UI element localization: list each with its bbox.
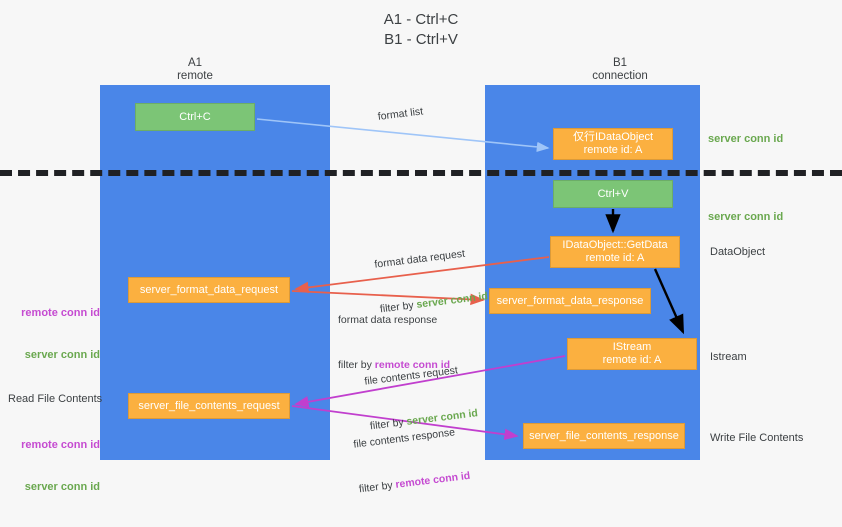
filter-by-text: filter by (358, 478, 397, 496)
label-conn-ids-lower: remote conn id server conn id (8, 410, 100, 522)
label-server-conn-id-mid: server conn id (708, 211, 784, 223)
box-server-format-data-request[interactable]: server_format_data_request (128, 277, 290, 303)
phase-separator (0, 170, 842, 176)
caption-format-list: format list (377, 105, 424, 123)
box-idataobject[interactable]: 仅行IDataObject remote id: A (553, 128, 673, 160)
box-istream[interactable]: IStream remote id: A (567, 338, 697, 370)
caption-format-data-response: format data response filter by remote co… (338, 283, 450, 403)
caption-line-1: format data response (338, 314, 438, 326)
caption-line-1: file contents request (363, 364, 459, 388)
box-ctrl-v[interactable]: Ctrl+V (553, 180, 673, 208)
diagram-canvas: A1 - Ctrl+C B1 - Ctrl+V A1 remote B1 con… (0, 11, 842, 495)
label-data-object: DataObject (710, 246, 766, 258)
label-server-conn-id: server conn id (24, 481, 100, 493)
label-write-file-contents: Write File Contents (710, 432, 804, 444)
label-server-conn-id: server conn id (24, 349, 100, 361)
box-server-file-contents-response[interactable]: server_file_contents_response (523, 423, 685, 449)
remote-conn-id-text: remote conn id (374, 359, 451, 371)
column-header-a1: A1 remote (177, 57, 213, 82)
remote-conn-id-text: remote conn id (394, 469, 471, 491)
caption-line-1: format data request (373, 247, 466, 271)
column-header-b1: B1 connection (592, 57, 648, 82)
caption-line-2: filter by remote conn id (338, 358, 450, 373)
caption-line-1: file contents response (352, 426, 456, 451)
box-server-file-contents-request[interactable]: server_file_contents_request (128, 393, 290, 419)
label-istream: Istream (710, 351, 747, 363)
box-server-format-data-response[interactable]: server_format_data_response (489, 288, 651, 314)
label-conn-ids-upper: remote conn id server conn id (8, 278, 100, 390)
label-server-conn-id-top: server conn id (708, 133, 784, 145)
page-title: A1 - Ctrl+C B1 - Ctrl+V (383, 11, 459, 48)
caption-line-2: filter by remote conn id (358, 469, 471, 498)
filter-by-text: filter by (338, 359, 375, 371)
box-ctrl-c[interactable]: Ctrl+C (135, 103, 255, 131)
box-idataobject-getdata[interactable]: IDataObject::GetData remote id: A (550, 236, 680, 268)
caption-file-contents-response: file contents response filter by remote … (349, 394, 475, 527)
label-read-file-contents: Read File Contents (8, 393, 103, 405)
label-remote-conn-id: remote conn id (21, 439, 100, 451)
label-remote-conn-id: remote conn id (21, 307, 100, 319)
